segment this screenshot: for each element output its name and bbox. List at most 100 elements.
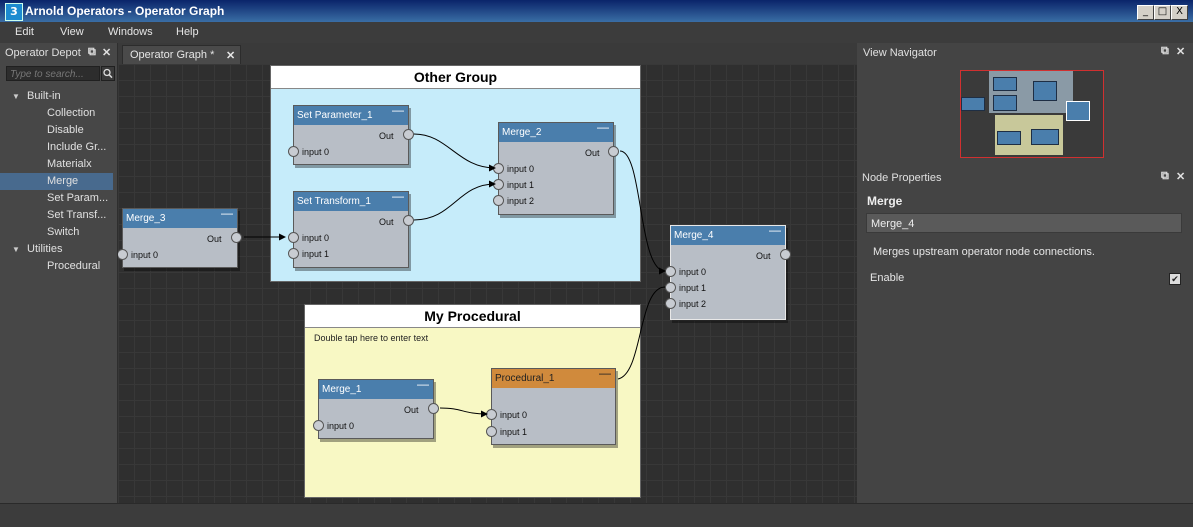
minimize-node-icon[interactable]: —	[417, 377, 429, 391]
tree-item-switch[interactable]: Switch	[47, 226, 80, 238]
node-procedural-1[interactable]: Procedural_1— input 0 input 1	[486, 366, 616, 445]
float-icon[interactable]: ⧉	[88, 46, 96, 58]
tree-item-materialx[interactable]: Materialx	[47, 158, 92, 170]
node-title[interactable]: Merge_2—	[499, 120, 613, 142]
minimize-node-icon[interactable]: —	[392, 189, 404, 203]
tree-item-include-graph[interactable]: Include Gr...	[47, 141, 107, 153]
properties-title: Node Properties	[862, 172, 942, 184]
graph-canvas[interactable]: Other Group My Procedural Double tap her…	[118, 64, 857, 503]
menu-help[interactable]: Help	[176, 26, 199, 38]
port-label: input 0	[302, 233, 330, 243]
navigator-minimap[interactable]	[960, 70, 1104, 158]
port-label: Out	[756, 251, 771, 261]
float-icon[interactable]: ⧉	[1161, 170, 1169, 182]
port-label: input 0	[679, 267, 707, 277]
node-set-transform-1[interactable]: Set Transform_1— Out input 0 input 1	[288, 189, 414, 268]
node-title[interactable]: Merge_1—	[319, 377, 433, 399]
tree-category-utilities[interactable]: ▼ Utilities	[0, 241, 117, 258]
close-tab-icon[interactable]: ✕	[226, 50, 236, 62]
port-label: input 1	[679, 283, 707, 293]
menu-view[interactable]: View	[60, 26, 84, 38]
port-label: input 1	[302, 249, 330, 259]
output-port[interactable]	[780, 249, 791, 260]
node-name-field[interactable]: Merge_4	[866, 213, 1182, 233]
node-set-parameter-1[interactable]: Set Parameter_1— Out input 0	[288, 103, 414, 165]
menu-bar: Edit View Windows Help	[0, 22, 1193, 43]
minimize-node-icon[interactable]: —	[221, 206, 233, 220]
node-title[interactable]: Procedural_1—	[492, 366, 615, 388]
expand-triangle-icon[interactable]: ▼	[12, 92, 20, 101]
input-port[interactable]	[313, 420, 324, 431]
input-port[interactable]	[493, 163, 504, 174]
close-icon[interactable]: ✕	[1176, 46, 1186, 58]
tree-item-merge[interactable]: Merge	[0, 173, 113, 190]
input-port[interactable]	[288, 146, 299, 157]
tree-item-set-transform[interactable]: Set Transf...	[47, 209, 107, 221]
minimap-node	[997, 131, 1021, 145]
node-title[interactable]: Merge_3—	[123, 206, 237, 228]
minimize-node-icon[interactable]: —	[769, 223, 781, 237]
group-title[interactable]: My Procedural	[305, 305, 640, 328]
tree-item-collection[interactable]: Collection	[47, 107, 96, 119]
status-bar	[0, 503, 1193, 527]
close-window-button[interactable]: X	[1171, 5, 1188, 20]
input-port[interactable]	[118, 249, 128, 260]
node-merge-4[interactable]: Merge_4— Out input 0 input 1 input 2	[665, 223, 791, 320]
menu-edit[interactable]: Edit	[15, 26, 34, 38]
input-port[interactable]	[665, 266, 676, 277]
output-port[interactable]	[231, 232, 242, 243]
output-port[interactable]	[428, 403, 439, 414]
enable-checkbox[interactable]: ✔	[1169, 273, 1181, 285]
input-port[interactable]	[493, 179, 504, 190]
menu-windows[interactable]: Windows	[108, 26, 153, 38]
node-title[interactable]: Set Transform_1—	[294, 189, 408, 211]
node-merge-2[interactable]: Merge_2— Out input 0 input 1 input 2	[493, 120, 619, 215]
tab-operator-graph[interactable]: Operator Graph * ✕	[122, 45, 241, 65]
output-port[interactable]	[403, 129, 414, 140]
node-title[interactable]: Set Parameter_1—	[294, 103, 408, 125]
maximize-button[interactable]: □	[1154, 5, 1171, 20]
float-icon[interactable]: ⧉	[1161, 45, 1169, 57]
input-port[interactable]	[493, 195, 504, 206]
search-icon[interactable]	[101, 66, 115, 81]
node-description: Merges upstream operator node connection…	[873, 246, 1095, 258]
title-bar: 3 Arnold Operators - Operator Graph _ □ …	[0, 0, 1193, 22]
output-port[interactable]	[403, 215, 414, 226]
minimize-node-icon[interactable]: —	[599, 366, 611, 380]
operator-tree: ▼ Built-in Collection Disable Include Gr…	[0, 88, 117, 275]
tree-item-procedural[interactable]: Procedural	[47, 260, 101, 272]
port-label: Out	[207, 234, 222, 244]
port-label: Out	[404, 405, 419, 415]
node-merge-3[interactable]: Merge_3— Out input 0	[118, 206, 242, 268]
node-merge-1[interactable]: Merge_1— Out input 0	[313, 377, 439, 439]
port-label: input 1	[507, 180, 535, 190]
close-icon[interactable]: ✕	[1176, 171, 1186, 183]
tree-category-builtin[interactable]: ▼ Built-in	[0, 88, 117, 105]
enable-label: Enable	[870, 272, 905, 284]
output-port[interactable]	[608, 146, 619, 157]
input-port[interactable]	[665, 282, 676, 293]
port-label: input 0	[507, 164, 535, 174]
minimap-node	[961, 97, 985, 111]
port-label: input 0	[327, 421, 355, 431]
close-icon[interactable]: ✕	[102, 47, 112, 59]
input-port[interactable]	[665, 298, 676, 309]
input-port[interactable]	[486, 426, 497, 437]
input-port[interactable]	[288, 232, 299, 243]
group-title[interactable]: Other Group	[271, 66, 640, 89]
port-label: input 2	[679, 299, 707, 309]
right-panel: View Navigator ⧉ ✕ Node Properties ⧉ ✕ M…	[858, 43, 1193, 503]
expand-triangle-icon[interactable]: ▼	[12, 245, 20, 254]
tree-item-set-parameter[interactable]: Set Param...	[47, 192, 109, 204]
minimize-node-icon[interactable]: —	[597, 120, 609, 134]
minimize-node-icon[interactable]: —	[392, 103, 404, 117]
minimize-button[interactable]: _	[1137, 5, 1154, 20]
input-port[interactable]	[288, 248, 299, 259]
port-label: Out	[585, 148, 600, 158]
node-title[interactable]: Merge_4—	[671, 223, 785, 245]
search-input[interactable]: Type to search...	[6, 66, 100, 81]
tree-item-disable[interactable]: Disable	[47, 124, 84, 136]
input-port[interactable]	[486, 409, 497, 420]
group-note[interactable]: Double tap here to enter text	[314, 333, 429, 343]
minimap-node	[993, 77, 1017, 91]
